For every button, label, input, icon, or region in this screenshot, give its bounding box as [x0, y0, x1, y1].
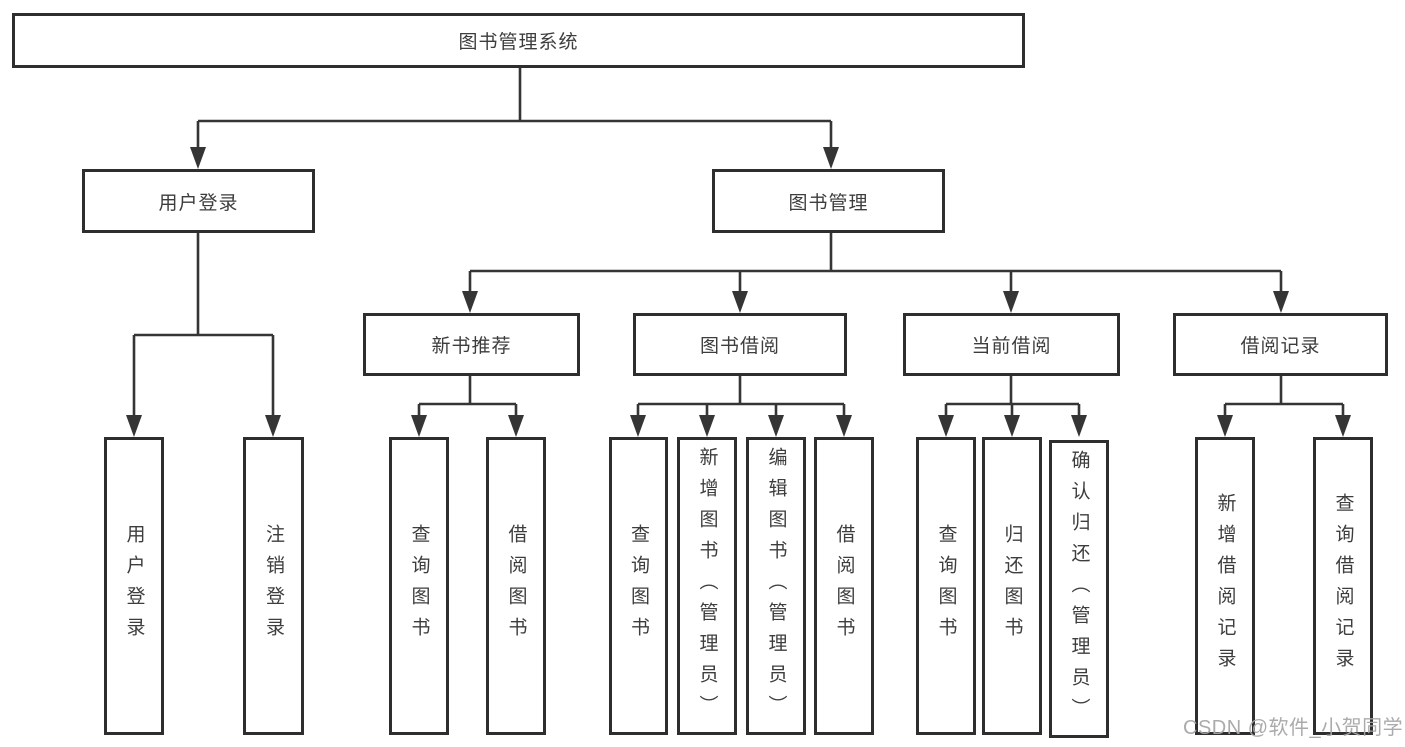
arrow-down: [126, 415, 142, 437]
node-book-management-label: 图书管理: [788, 192, 869, 214]
arrow-down: [836, 415, 852, 437]
node-leaf-return-books-label: 归还图书: [1001, 524, 1023, 648]
node-leaf-query-books-recommend-label: 查询图书: [408, 524, 430, 648]
node-root-label: 图书管理系统: [458, 32, 579, 53]
arrow-down: [768, 415, 784, 437]
node-leaf-query-books-current: 查询图书: [916, 437, 976, 735]
connector-current-borrowing-children: [938, 376, 1087, 437]
node-leaf-add-books-admin-label: 新增图书（管理员）: [696, 446, 718, 726]
arrow-down: [732, 291, 748, 313]
arrow-down: [190, 147, 206, 169]
node-book-borrowing: 图书借阅: [633, 313, 847, 376]
node-user-login: 用户登录: [82, 169, 315, 233]
arrow-down: [1071, 415, 1087, 437]
node-leaf-borrow-books-recommend-label: 借阅图书: [505, 524, 527, 648]
node-leaf-query-books-current-label: 查询图书: [935, 524, 957, 648]
node-new-book-recommend-label: 新书推荐: [431, 336, 512, 357]
node-leaf-confirm-return-admin: 确认归还（管理员）: [1049, 440, 1109, 738]
node-leaf-query-borrow-record: 查询借阅记录: [1313, 437, 1373, 735]
connector-borrowing-records-children: [1217, 376, 1351, 437]
arrow-down: [630, 415, 646, 437]
node-leaf-edit-books-admin-label: 编辑图书（管理员）: [765, 446, 787, 726]
arrow-down: [1335, 415, 1351, 437]
node-leaf-user-login-label: 用户登录: [123, 524, 145, 648]
node-new-book-recommend: 新书推荐: [363, 313, 580, 376]
node-leaf-add-borrow-record: 新增借阅记录: [1195, 437, 1255, 735]
node-leaf-return-books: 归还图书: [982, 437, 1042, 735]
node-leaf-logout-label: 注销登录: [263, 524, 284, 648]
connector-book-borrowing-children: [630, 376, 852, 437]
connector-root-to-level2: [190, 67, 839, 169]
node-leaf-query-books-borrowing: 查询图书: [609, 437, 668, 735]
arrow-down: [1004, 415, 1020, 437]
node-leaf-user-login: 用户登录: [104, 437, 164, 735]
connector-new-book-recommend-children: [411, 376, 524, 437]
arrow-down: [265, 415, 281, 437]
connector-book-management-children: [462, 233, 1289, 313]
connector-user-login-children: [126, 233, 281, 437]
arrow-down: [1273, 291, 1289, 313]
node-borrowing-records: 借阅记录: [1173, 313, 1388, 376]
node-leaf-query-borrow-record-label: 查询借阅记录: [1332, 493, 1354, 679]
node-leaf-edit-books-admin: 编辑图书（管理员）: [746, 437, 806, 735]
arrow-down: [699, 415, 715, 437]
node-leaf-add-borrow-record-label: 新增借阅记录: [1214, 493, 1236, 679]
csdn-watermark: CSDN @软件_小贺同学: [1183, 717, 1404, 739]
arrow-down: [823, 147, 839, 169]
node-user-login-label: 用户登录: [158, 192, 239, 214]
node-leaf-query-books-borrowing-label: 查询图书: [628, 524, 649, 648]
arrow-down: [938, 415, 954, 437]
arrow-down: [1003, 291, 1019, 313]
arrow-down: [1217, 415, 1233, 437]
node-leaf-logout: 注销登录: [243, 437, 304, 735]
arrow-down: [462, 291, 478, 313]
node-leaf-borrow-books-recommend: 借阅图书: [486, 437, 546, 735]
arrow-down: [508, 415, 524, 437]
node-current-borrowing: 当前借阅: [903, 313, 1120, 376]
node-leaf-query-books-recommend: 查询图书: [389, 437, 449, 735]
node-leaf-confirm-return-admin-label: 确认归还（管理员）: [1068, 449, 1090, 729]
node-leaf-borrow-books-borrowing: 借阅图书: [814, 437, 874, 735]
node-leaf-borrow-books-borrowing-label: 借阅图书: [833, 524, 855, 648]
node-book-management: 图书管理: [712, 169, 945, 233]
node-borrowing-records-label: 借阅记录: [1240, 336, 1321, 357]
node-current-borrowing-label: 当前借阅: [971, 336, 1052, 357]
arrow-down: [411, 415, 427, 437]
node-leaf-add-books-admin: 新增图书（管理员）: [677, 437, 737, 735]
node-root: 图书管理系统: [12, 13, 1025, 68]
node-book-borrowing-label: 图书借阅: [699, 336, 780, 357]
